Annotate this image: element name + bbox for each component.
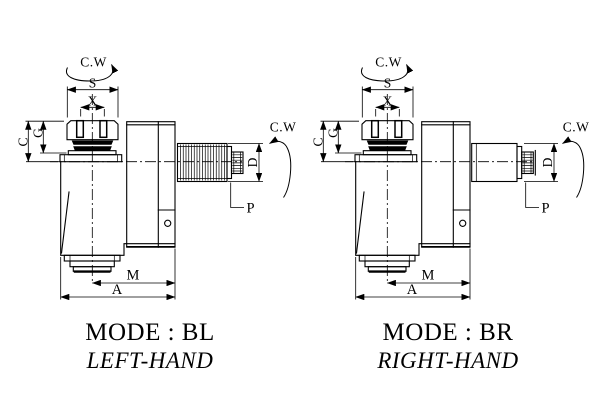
bottom-flange (63, 254, 121, 273)
centerlines (345, 94, 535, 284)
dim-label-c: C (310, 137, 325, 146)
dim-label-m: M (127, 268, 140, 284)
caption-mode-br: MODE : BR (382, 319, 514, 346)
mounting-hole (459, 219, 467, 227)
caption-hand-right: RIGHT-HAND (377, 348, 519, 373)
plain-shaft (471, 142, 536, 183)
mounting-hole (164, 219, 172, 227)
nut-slot (370, 119, 380, 139)
splined-end (230, 151, 244, 175)
dim-label-p: P (542, 201, 550, 217)
caption-left: MODE : BL LEFT-HAND (0, 319, 300, 374)
collet-nut (361, 119, 414, 156)
dim-label-d: D (245, 157, 260, 167)
body-chamfer-edge (355, 191, 365, 254)
threaded-shaft (176, 142, 244, 183)
dim-label-a: A (407, 282, 418, 298)
nut-slot (394, 119, 403, 139)
caption-hand-left: LEFT-HAND (86, 348, 214, 373)
dim-label-g: G (31, 128, 46, 138)
technical-drawing-left: S X C G D P M A C.W C.W (15, 55, 296, 301)
nut-slot (99, 119, 108, 139)
rotation-annotations: C.W C.W (66, 55, 296, 198)
caption-mode-bl: MODE : BL (85, 319, 215, 346)
dim-label-g: G (326, 128, 341, 138)
nut-slot (75, 119, 85, 139)
cw-rotation-arrow-side (562, 136, 585, 198)
cw-label-side: C.W (563, 120, 590, 135)
tool-body (354, 121, 471, 256)
centerlines (50, 94, 242, 284)
technical-drawing-right: S X C G D P M A C.W C.W (310, 55, 589, 301)
dim-label-m: M (422, 268, 435, 284)
cw-label-top: C.W (375, 55, 402, 70)
dim-label-d: D (540, 157, 555, 167)
splined-end (521, 151, 534, 175)
shaft-collar (516, 145, 523, 180)
dim-label-x: X (383, 94, 393, 109)
p-leader-line (525, 182, 539, 208)
caption-right: MODE : BR RIGHT-HAND (296, 319, 600, 374)
bottom-flange (358, 254, 416, 273)
dim-label-c: C (15, 137, 30, 146)
p-leader-line (230, 182, 244, 208)
dim-label-a: A (112, 282, 123, 298)
collet-nut (66, 119, 119, 156)
dim-label-p: P (247, 201, 255, 217)
body-chamfer-edge (60, 191, 70, 254)
dim-label-s: S (384, 76, 392, 91)
dimensions: S X C G D P M A (15, 76, 263, 301)
cw-label-side: C.W (270, 120, 297, 135)
cw-rotation-arrow-top (66, 64, 119, 82)
cw-rotation-arrow-side (269, 136, 292, 198)
cw-label-top: C.W (80, 55, 107, 70)
dim-label-s: S (89, 76, 97, 91)
shaft-collar (226, 145, 233, 180)
dim-label-x: X (88, 94, 98, 109)
dimensions: S X C G D P M A (310, 76, 558, 301)
thread-hatching (180, 144, 225, 181)
rotation-annotations: C.W C.W (361, 55, 589, 198)
cw-rotation-arrow-top (361, 64, 414, 82)
